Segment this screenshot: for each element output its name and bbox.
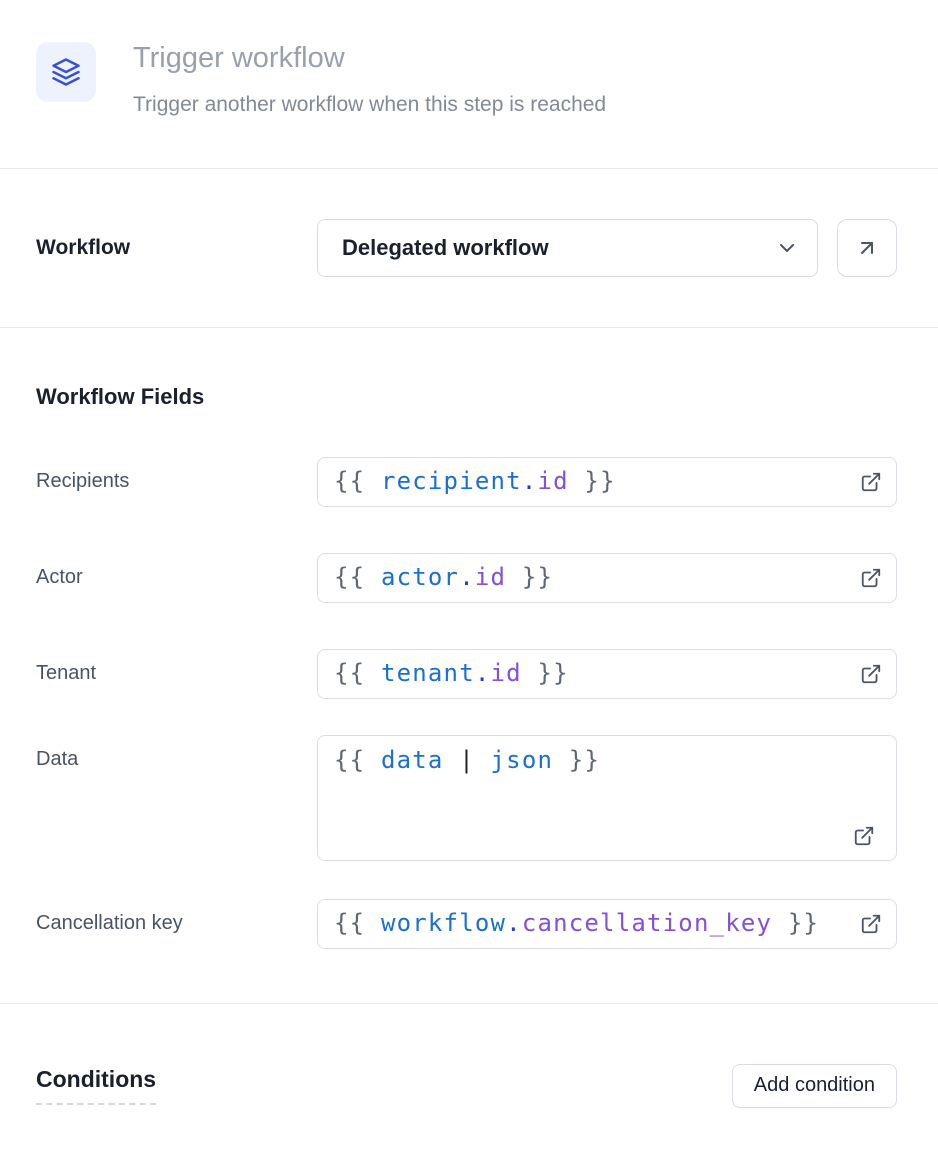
cancellation-key-template-input[interactable]: {{ workflow.cancellation_key }}: [317, 898, 897, 949]
arrow-up-right-icon: [861, 241, 873, 254]
workflow-fields-heading: Workflow Fields: [36, 383, 205, 409]
workflow-fields-list: Recipients {{ recipient.id }} Actor {{ act…: [36, 456, 897, 949]
data-template-input[interactable]: {{ data | json }}: [317, 734, 897, 861]
external-link-icon[interactable]: [859, 662, 883, 686]
step-header: Trigger workflow Trigger another workflo…: [36, 0, 897, 118]
external-link-icon[interactable]: [852, 824, 876, 848]
recipients-template-input[interactable]: {{ recipient.id }}: [317, 456, 897, 507]
external-link-icon[interactable]: [859, 912, 883, 936]
data-template-code: {{ data | json }}: [334, 745, 601, 774]
step-subtitle: Trigger another workflow when this step …: [133, 93, 607, 117]
workflow-select-value: Delegated workflow: [342, 234, 549, 260]
workflow-label: Workflow: [36, 235, 131, 259]
open-workflow-button[interactable]: [837, 218, 897, 277]
workflow-label-cell: Workflow: [36, 236, 317, 260]
divider: [0, 326, 938, 328]
external-link-icon[interactable]: [859, 470, 883, 494]
workflow-controls: Delegated workflow: [317, 218, 897, 277]
recipients-template-code: {{ recipient.id }}: [334, 466, 616, 495]
field-row-actor: Actor {{ actor.id }}: [36, 552, 897, 603]
tenant-template-code: {{ tenant.id }}: [334, 658, 569, 687]
actor-template-code: {{ actor.id }}: [334, 562, 554, 591]
cancellation-key-label: Cancellation key: [36, 911, 183, 934]
field-row-data: Data {{ data | json }}: [36, 734, 897, 861]
field-row-recipients: Recipients {{ recipient.id }}: [36, 456, 897, 507]
field-row-tenant: Tenant {{ tenant.id }}: [36, 648, 897, 699]
tenant-label: Tenant: [36, 661, 97, 684]
step-title-input[interactable]: Trigger workflow: [133, 42, 345, 74]
external-link-icon[interactable]: [859, 566, 883, 590]
layers-icon: [36, 42, 96, 102]
workflow-selector-row: Workflow Delegated workflow: [36, 169, 897, 327]
divider: [0, 1002, 938, 1004]
data-label: Data: [36, 747, 79, 770]
divider: [0, 167, 938, 169]
cancellation-key-template-code: {{ workflow.cancellation_key }}: [334, 908, 820, 937]
actor-label: Actor: [36, 565, 83, 588]
step-header-text: Trigger workflow Trigger another workflo…: [133, 42, 606, 118]
workflow-fields-section: Workflow Fields Recipients {{ recipient.i…: [36, 328, 897, 1003]
add-condition-button[interactable]: Add condition: [731, 1063, 897, 1108]
conditions-section: Conditions Add condition: [36, 1004, 897, 1108]
field-row-cancellation-key: Cancellation key {{ workflow.cancellation…: [36, 898, 897, 949]
recipients-label: Recipients: [36, 469, 130, 492]
chevron-down-icon: [780, 243, 794, 252]
conditions-heading: Conditions: [36, 1066, 157, 1106]
workflow-select[interactable]: Delegated workflow: [317, 218, 818, 277]
actor-template-input[interactable]: {{ actor.id }}: [317, 552, 897, 603]
tenant-template-input[interactable]: {{ tenant.id }}: [317, 648, 897, 699]
